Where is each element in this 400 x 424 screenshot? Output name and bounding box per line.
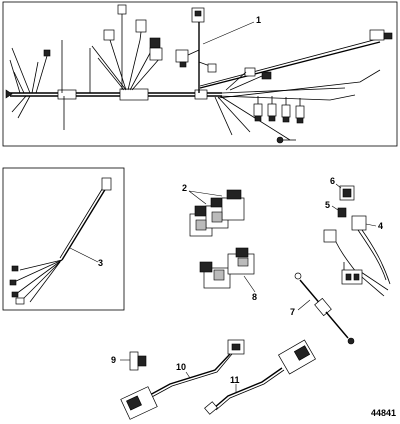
harness-frame — [2, 1, 398, 147]
callout-4: 4 — [378, 221, 383, 231]
callout-1: 1 — [256, 15, 261, 25]
ground-cable — [294, 272, 355, 345]
callout-11: 11 — [230, 375, 240, 385]
callout-8: 8 — [252, 292, 257, 302]
callout-10: 10 — [176, 362, 186, 372]
side-harness — [323, 215, 391, 297]
callout-9: 9 — [111, 355, 116, 365]
relay-group — [188, 189, 245, 237]
callout-7: 7 — [290, 307, 295, 317]
callout-3: 3 — [98, 258, 103, 268]
figure-number: 44841 — [371, 408, 396, 418]
sensor — [120, 351, 147, 371]
sub-harness — [2, 167, 125, 311]
main-engine-harness — [2, 1, 398, 147]
small-connectors — [331, 183, 355, 218]
sensor-harness — [120, 339, 245, 420]
callout-2: 2 — [182, 183, 187, 193]
callout-6: 6 — [330, 176, 335, 186]
relay-pair — [199, 247, 256, 293]
boot-harness — [204, 339, 316, 415]
callout-5: 5 — [325, 200, 330, 210]
sub-harness-frame — [2, 167, 125, 311]
